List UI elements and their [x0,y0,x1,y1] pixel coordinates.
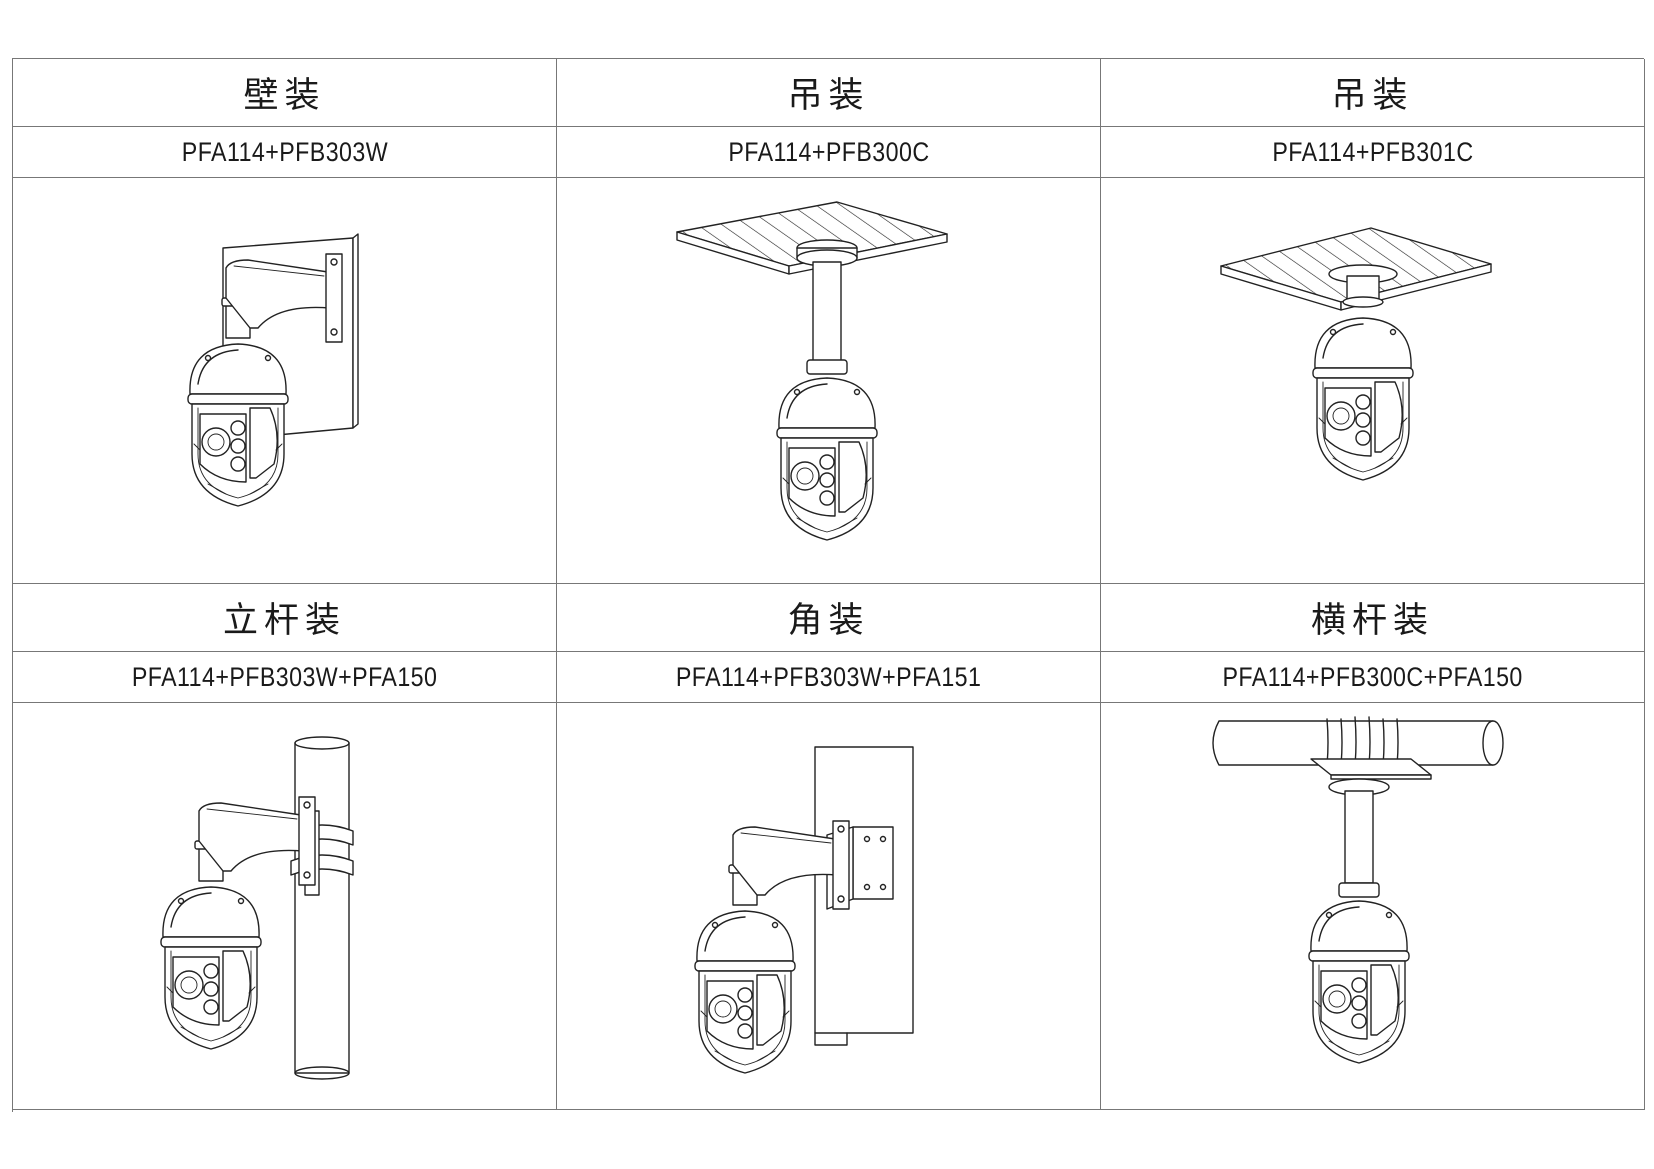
panel-model: PFA114+PFB303W [181,136,388,167]
pole-mount-illustration [13,703,557,1110]
ceiling-pendant-short-illustration [1101,178,1645,584]
panel-title: 横杆装 [1310,601,1434,641]
panel-model-cell: PFA114+PFB301C [1101,127,1645,178]
panel-title: 立杆装 [222,601,346,641]
panel-title-cell: 吊装 [557,59,1101,127]
mounting-options-table: 壁装 吊装 吊装 PFA114+PFB303W PFA114+PFB300C P… [12,58,1645,1112]
panel-model: PFA114+PFB300C+PFA150 [1222,661,1523,692]
horizontal-pole-mount-illustration [1101,703,1645,1110]
panel-model-cell: PFA114+PFB303W+PFA150 [13,652,557,703]
panel-model: PFA114+PFB301C [1271,136,1474,167]
panel-title: 吊装 [787,76,870,116]
panel-model-cell: PFA114+PFB303W [13,127,557,178]
panel-title-cell: 角装 [557,584,1101,652]
panel-title: 吊装 [1331,76,1414,116]
panel-title: 角装 [787,601,870,641]
panel-model: PFA114+PFB300C [727,136,930,167]
panel-model-cell: PFA114+PFB303W+PFA151 [557,652,1101,703]
ceiling-pendant-long-illustration [557,178,1101,584]
panel-title-cell: 吊装 [1101,59,1645,127]
panel-title-cell: 横杆装 [1101,584,1645,652]
panel-title-cell: 立杆装 [13,584,557,652]
panel-model: PFA114+PFB303W+PFA151 [675,661,982,692]
panel-model: PFA114+PFB303W+PFA150 [131,661,438,692]
wall-mount-illustration [13,178,557,584]
panel-title: 壁装 [243,76,326,116]
panel-model-cell: PFA114+PFB300C [557,127,1101,178]
panel-title-cell: 壁装 [13,59,557,127]
panel-model-cell: PFA114+PFB300C+PFA150 [1101,652,1645,703]
corner-mount-illustration [557,703,1101,1110]
